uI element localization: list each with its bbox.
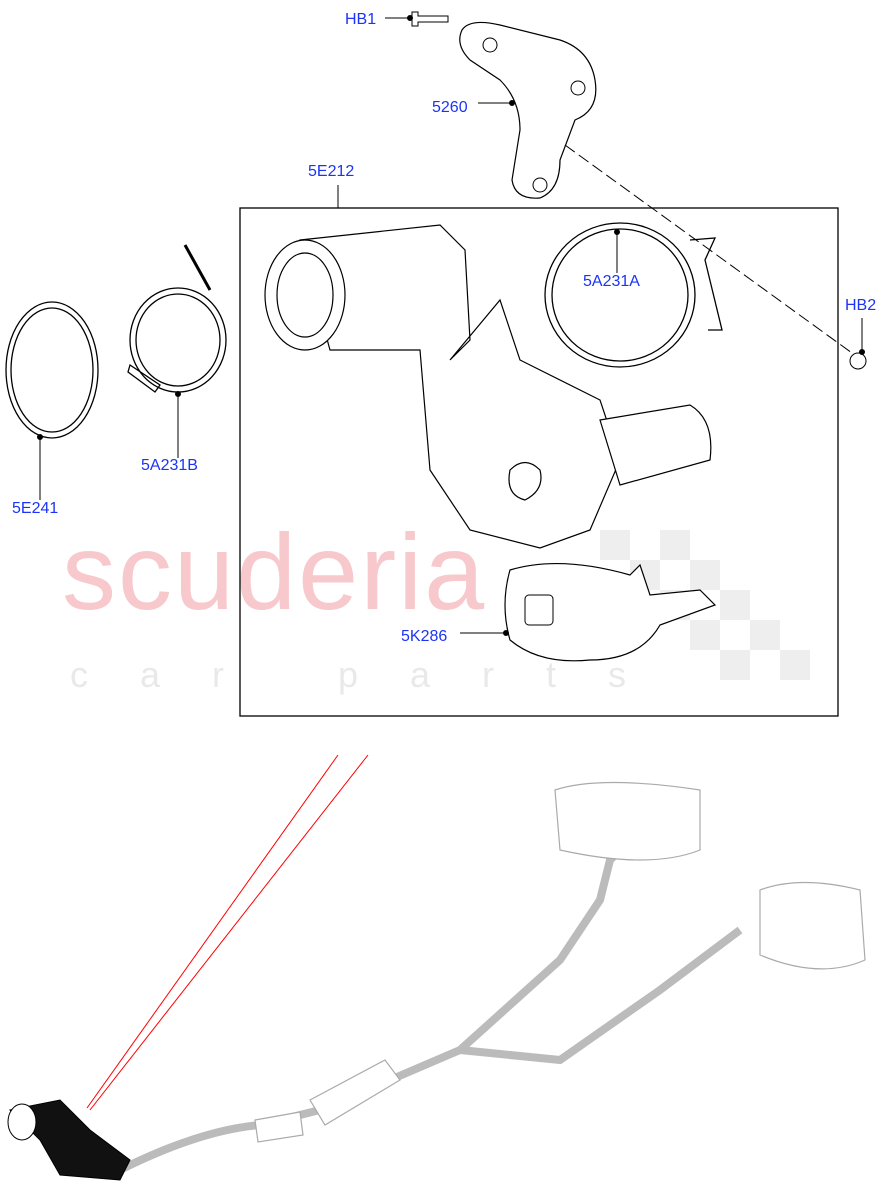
clamp-5a231b bbox=[127, 244, 227, 393]
callout-hb1[interactable]: HB1 bbox=[345, 11, 377, 28]
assembly-box bbox=[239, 207, 839, 717]
bracket-5260 bbox=[459, 21, 597, 199]
gasket-5e241 bbox=[5, 301, 99, 439]
bolt-hb1 bbox=[411, 11, 449, 27]
catalytic-converter-5e212 bbox=[264, 224, 712, 549]
callout-5a231a[interactable]: 5A231A bbox=[583, 273, 640, 290]
callout-5e241[interactable]: 5E241 bbox=[12, 500, 59, 517]
clamp-5a231a bbox=[544, 222, 723, 368]
leader-lines bbox=[37, 15, 865, 636]
callout-hb2[interactable]: HB2 bbox=[845, 297, 877, 314]
highlighted-catalytic-converter bbox=[7, 1099, 131, 1181]
dashed-leader bbox=[564, 144, 853, 354]
callout-5a231b[interactable]: 5A231B bbox=[141, 457, 198, 474]
pointer-lines bbox=[86, 754, 369, 1111]
watermark-logo: scuderia bbox=[62, 511, 487, 632]
callout-5260[interactable]: 5260 bbox=[432, 99, 468, 116]
nut-hb2 bbox=[849, 352, 867, 370]
exhaust-system-overview bbox=[118, 781, 866, 1174]
callout-5k286[interactable]: 5K286 bbox=[401, 628, 448, 645]
watermark-subtitle: car parts bbox=[70, 654, 679, 695]
callout-5e212[interactable]: 5E212 bbox=[308, 163, 355, 180]
